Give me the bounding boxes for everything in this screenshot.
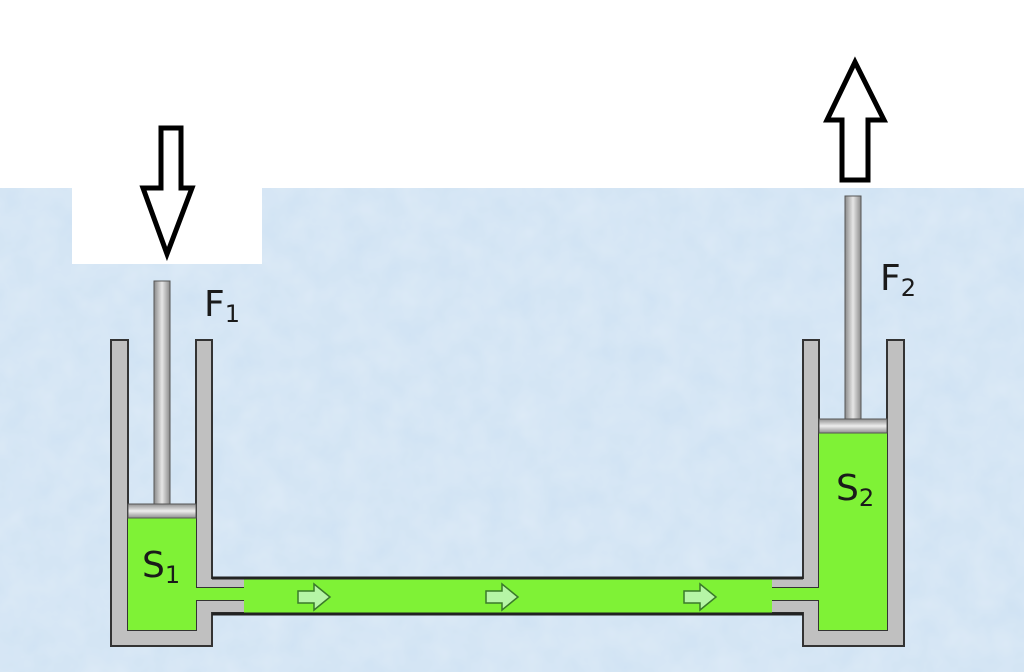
arrow-down-icon bbox=[139, 125, 196, 262]
right-fluid bbox=[819, 433, 887, 630]
right-piston-head bbox=[818, 418, 888, 434]
flow-arrow-icon bbox=[297, 582, 332, 612]
force-label-f2: F2 bbox=[880, 258, 916, 302]
right-neck-fluid bbox=[768, 588, 819, 600]
left-piston-head bbox=[127, 503, 197, 519]
left-piston-rod bbox=[153, 280, 171, 506]
flow-arrows bbox=[297, 582, 718, 612]
right-cylinder bbox=[767, 339, 905, 647]
left-piston bbox=[127, 280, 197, 519]
left-neck-fluid bbox=[196, 588, 248, 600]
right-piston-rod bbox=[844, 195, 862, 421]
area-label-s1: S1 bbox=[142, 545, 180, 589]
area-label-s2: S2 bbox=[836, 468, 874, 512]
left-fluid bbox=[128, 517, 196, 630]
arrow-up-icon bbox=[823, 56, 889, 183]
flow-arrow-icon bbox=[683, 582, 718, 612]
right-piston bbox=[818, 195, 888, 434]
force-label-f1: F1 bbox=[204, 284, 240, 328]
flow-arrow-icon bbox=[485, 582, 520, 612]
